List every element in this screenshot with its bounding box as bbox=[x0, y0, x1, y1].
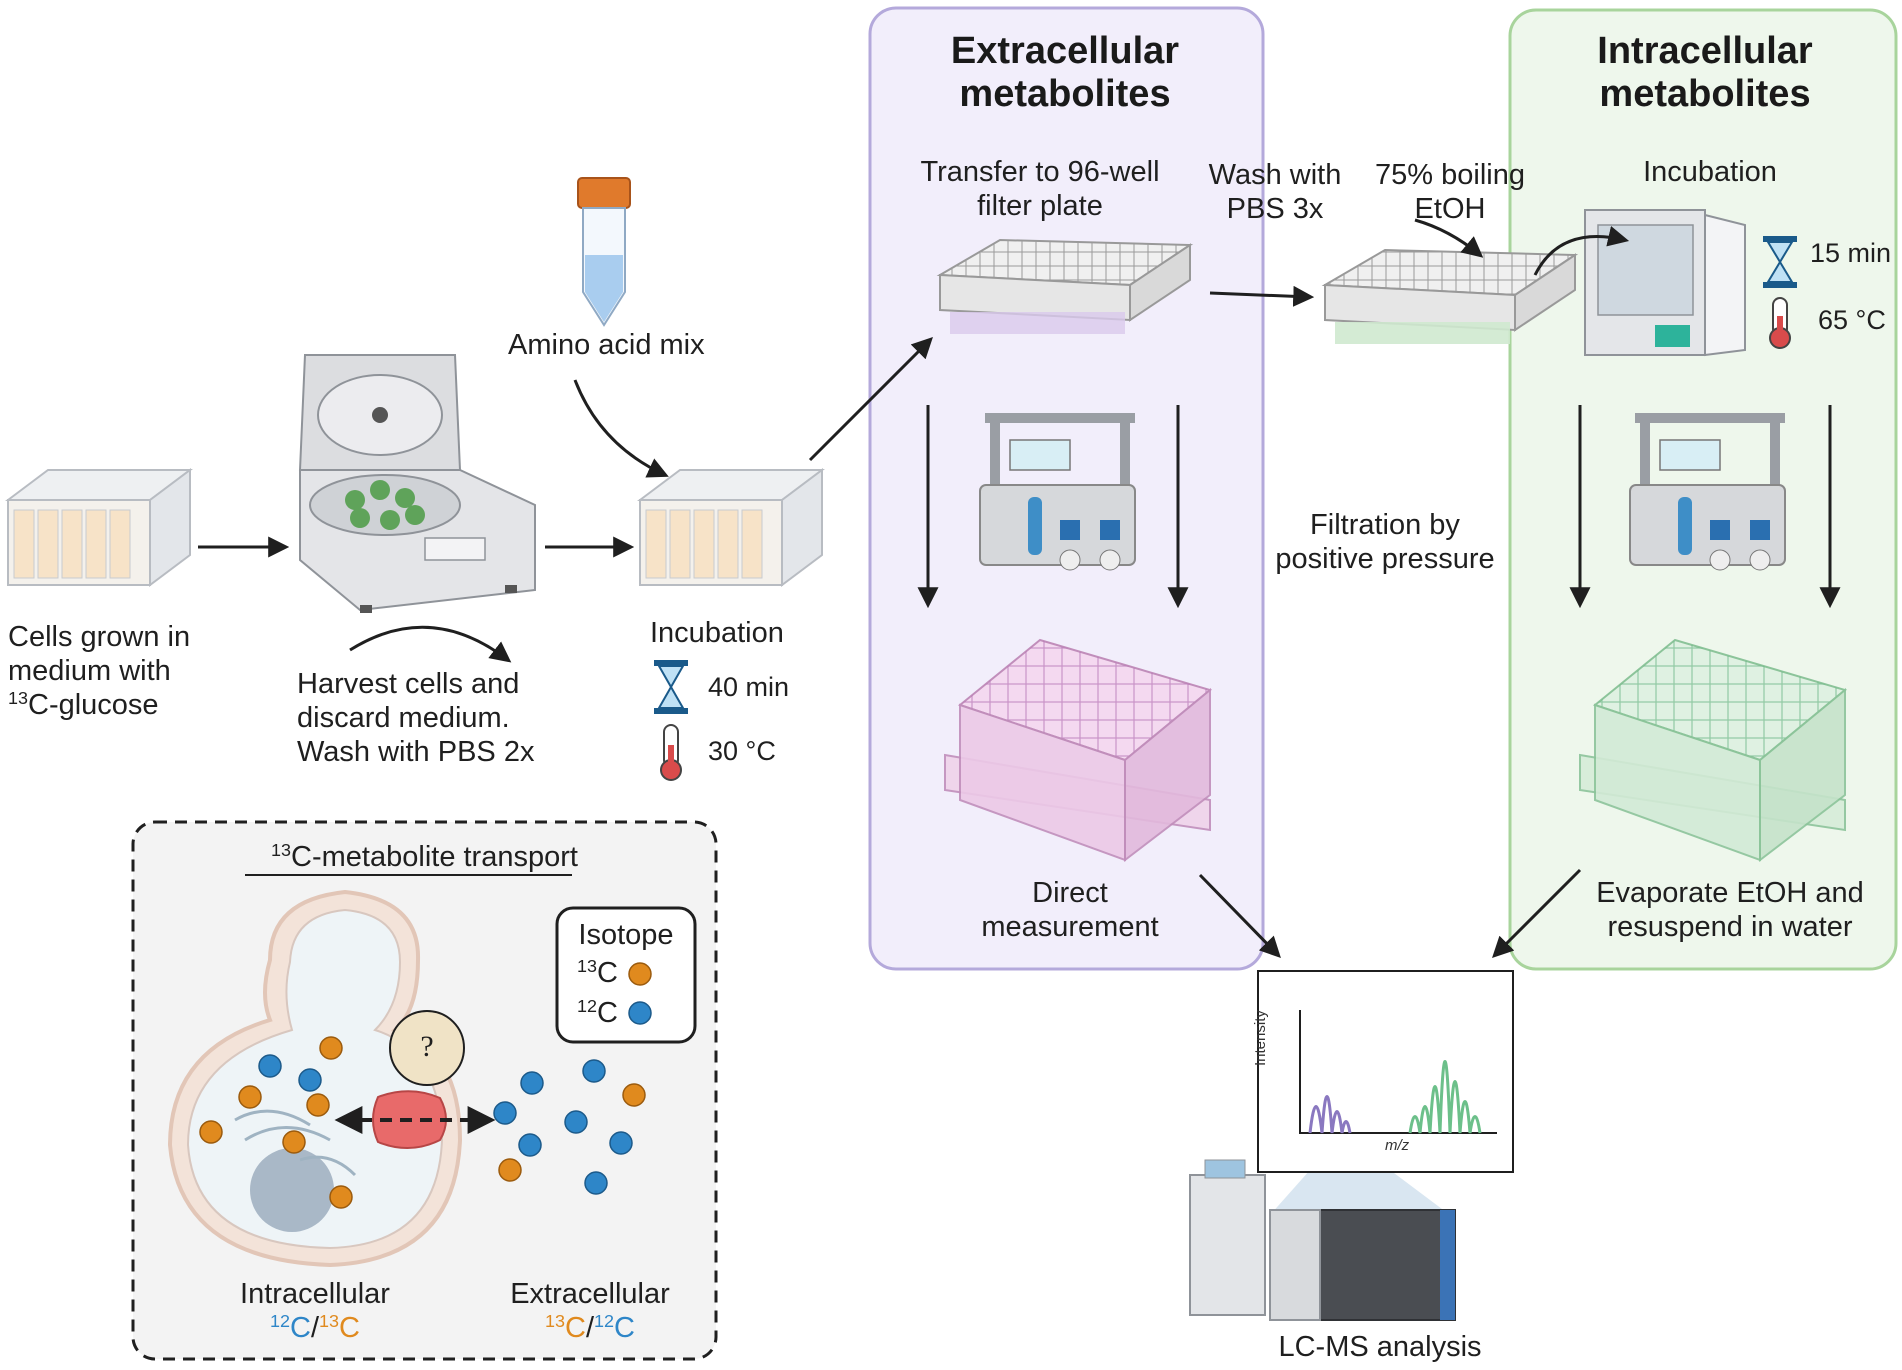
cells-line1: Cells grown in bbox=[8, 621, 191, 653]
evaporate-line1: Evaporate EtOH and bbox=[1596, 877, 1864, 909]
wash-label: Wash with PBS 3x bbox=[1190, 158, 1360, 226]
direct-line2: measurement bbox=[981, 911, 1159, 943]
intra-r2: C bbox=[339, 1312, 360, 1344]
isotope-legend-title: Isotope bbox=[578, 919, 674, 951]
intra-r2-sup: 13 bbox=[319, 1311, 340, 1332]
transport-title-sup: 13 bbox=[271, 840, 292, 861]
transport-title: 13C-metabolite transport bbox=[133, 840, 716, 874]
transfer-label: Transfer to 96-well filter plate bbox=[890, 155, 1190, 223]
spectrum-peaks-purple bbox=[1308, 1095, 1352, 1134]
filtration-line1: Filtration by bbox=[1310, 509, 1460, 541]
extra-r2-sup: 12 bbox=[594, 1311, 615, 1332]
harvest-line3: Wash with PBS 2x bbox=[297, 736, 535, 768]
extracellular-title-line2: metabolites bbox=[959, 73, 1171, 115]
harvest-line1: Harvest cells and bbox=[297, 668, 520, 700]
filtration-label: Filtration by positive pressure bbox=[1260, 508, 1510, 576]
hourglass-icon bbox=[654, 660, 688, 714]
incubation2-time: 15 min bbox=[1810, 238, 1892, 268]
transfer-line2: filter plate bbox=[977, 190, 1103, 222]
intra-slash: / bbox=[310, 1312, 320, 1344]
legend-13C-label: 13C bbox=[577, 956, 618, 990]
intra-r1-sup: 12 bbox=[270, 1311, 291, 1332]
intracellular-label-text: Intracellular bbox=[240, 1278, 390, 1310]
harvest-line2: discard medium. bbox=[297, 702, 510, 734]
incubation-plate-icon bbox=[637, 468, 825, 587]
cells-line2: medium with bbox=[8, 655, 171, 687]
extracellular-title: Extracellular metabolites bbox=[890, 30, 1240, 116]
incubation1-label: Incubation bbox=[650, 617, 784, 649]
collection-plate-green-icon bbox=[1579, 638, 1848, 863]
boiling-line1: 75% boiling bbox=[1375, 159, 1525, 191]
intracellular-ratio: 12C/13C bbox=[190, 1311, 440, 1345]
boiling-line2: EtOH bbox=[1414, 193, 1486, 225]
extracellular-label-text: Extracellular bbox=[510, 1278, 670, 1310]
filter-plate-green-icon bbox=[1321, 248, 1579, 344]
wash-line2: PBS 3x bbox=[1226, 193, 1324, 225]
question-mark: ? bbox=[420, 1030, 434, 1063]
spectrum-ylabel: Intensity bbox=[1252, 1010, 1269, 1066]
direct-measurement-label: Direct measurement bbox=[940, 876, 1200, 944]
legend-13C-text: C bbox=[597, 957, 618, 989]
culture-plate-icon bbox=[5, 468, 193, 587]
evaporate-label: Evaporate EtOH and resuspend in water bbox=[1575, 876, 1885, 944]
process-arrows bbox=[198, 218, 1841, 959]
intracellular-label: Intracellular 12C/13C bbox=[190, 1277, 440, 1345]
falcon-tube-icon bbox=[577, 177, 631, 327]
evaporate-line2: resuspend in water bbox=[1607, 911, 1853, 943]
filtration-line2: positive pressure bbox=[1275, 543, 1495, 575]
cells-sup: 13 bbox=[8, 688, 28, 709]
incubation2-label: Incubation bbox=[1643, 156, 1777, 188]
extra-r1-sup: 13 bbox=[545, 1311, 566, 1332]
extracellular-title-line1: Extracellular bbox=[950, 30, 1180, 72]
extra-r2: C bbox=[614, 1312, 635, 1344]
question-circle bbox=[389, 1010, 465, 1086]
legend-12C-label: 12C bbox=[577, 996, 618, 1030]
hourglass-icon-2 bbox=[1763, 236, 1797, 288]
intracellular-title: Intracellular metabolites bbox=[1530, 30, 1880, 116]
cells-label: Cells grown in medium with 13C-glucose bbox=[8, 620, 190, 722]
direct-line1: Direct bbox=[1032, 877, 1108, 909]
filter-plate-icon bbox=[936, 238, 1194, 334]
pressure-manifold-icon-2 bbox=[1629, 413, 1786, 571]
intracellular-title-line2: metabolites bbox=[1599, 73, 1811, 115]
transfer-line1: Transfer to 96-well bbox=[920, 156, 1160, 188]
thermometer-icon bbox=[660, 724, 682, 781]
isotope-dots-13C bbox=[199, 962, 652, 1209]
cells-line3: 13C-glucose bbox=[8, 688, 190, 722]
extracellular-label: Extracellular 13C/12C bbox=[465, 1277, 715, 1345]
spectrum-peaks-green bbox=[1408, 1060, 1482, 1134]
legend-12C-swatch bbox=[628, 1001, 652, 1025]
incubator-icon bbox=[1584, 209, 1746, 357]
harvest-label: Harvest cells and discard medium. Wash w… bbox=[297, 667, 534, 769]
boiling-label: 75% boiling EtOH bbox=[1360, 158, 1540, 226]
pressure-manifold-icon-1 bbox=[979, 413, 1136, 571]
lcms-instrument-icon bbox=[1189, 1159, 1456, 1321]
lcms-label: LC-MS analysis bbox=[1278, 1331, 1482, 1363]
intracellular-title-line1: Intracellular bbox=[1597, 30, 1813, 72]
centrifuge-icon bbox=[298, 354, 536, 613]
incubation1-temp: 30 °C bbox=[708, 736, 776, 766]
extracellular-ratio: 13C/12C bbox=[465, 1311, 715, 1345]
thermometer-icon-2 bbox=[1769, 297, 1791, 349]
legend-12C-sup: 12 bbox=[577, 996, 597, 1017]
transport-title-text: C-metabolite transport bbox=[291, 841, 578, 873]
extra-r1: C bbox=[565, 1312, 586, 1344]
extra-slash: / bbox=[585, 1312, 595, 1344]
isotope-legend bbox=[555, 906, 697, 1044]
amino-acid-label: Amino acid mix bbox=[508, 329, 705, 361]
collection-plate-pink-icon bbox=[944, 638, 1213, 863]
cells-glucose: C-glucose bbox=[28, 689, 159, 721]
intra-r1: C bbox=[290, 1312, 311, 1344]
incubation1-time: 40 min bbox=[708, 672, 790, 702]
wash-line1: Wash with bbox=[1208, 159, 1342, 191]
incubation2-temp: 65 °C bbox=[1818, 305, 1886, 335]
legend-12C-text: C bbox=[597, 997, 618, 1029]
legend-13C-sup: 13 bbox=[577, 956, 597, 977]
legend-13C-swatch bbox=[628, 962, 652, 986]
spectrum-xlabel: m/z bbox=[1385, 1137, 1410, 1154]
